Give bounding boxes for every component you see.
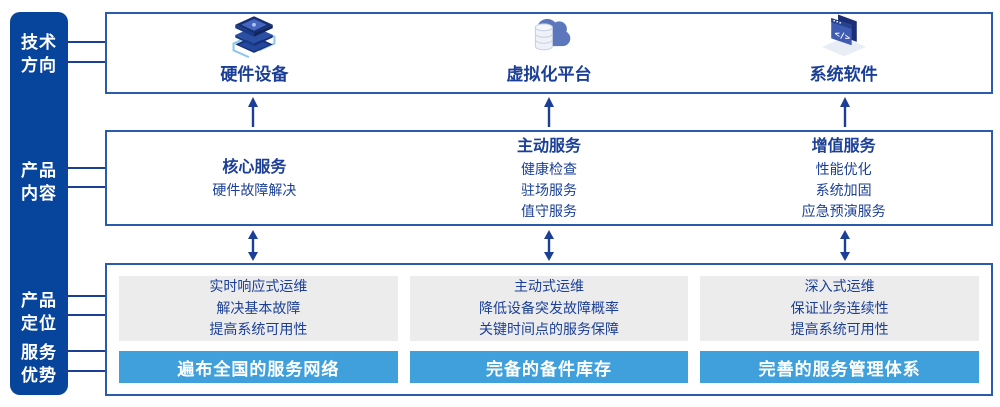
arrow-row-bottom <box>105 229 993 261</box>
advantage-banner: 完备的备件库存 <box>409 351 689 383</box>
tech-col-virtualization: 虚拟化平台 <box>402 14 697 92</box>
connector-line <box>64 186 105 188</box>
connector-line <box>64 61 105 63</box>
connector-line <box>64 167 105 169</box>
positioning-panel: 深入式运维 保证业务连续性 提高系统可用性 <box>700 276 980 342</box>
tech-col-hardware: 硬件设备 <box>107 14 402 92</box>
tech-direction-box: 硬件设备 虚拟化平台 <box>105 12 993 94</box>
svc-col-value-added: 增值服务 性能优化 系统加固 应急预演服务 <box>696 132 991 224</box>
double-arrow-icon <box>840 229 850 261</box>
pos-line: 降低设备突发故障概率 <box>479 299 619 316</box>
pos-col-realtime: 实时响应式运维 解决基本故障 提高系统可用性 遍布全国的服务网络 <box>119 276 398 383</box>
tech-label-software: 系统软件 <box>809 65 878 84</box>
double-arrow-icon <box>248 229 258 261</box>
pos-line: 深入式运维 <box>804 278 875 294</box>
pos-line: 提高系统可用性 <box>790 321 889 338</box>
advantage-banner: 完善的服务管理体系 <box>700 351 980 383</box>
rail-label-product-content: 产品 内容 <box>21 161 57 203</box>
svc-item: 系统加固 <box>815 182 872 199</box>
rail-label-service-advantage: 服务 优势 <box>21 343 57 385</box>
pos-line: 保证业务连续性 <box>790 299 889 316</box>
positioning-panel: 主动式运维 降低设备突发故障概率 关键时间点的服务保障 <box>409 276 689 342</box>
tech-label-virtualization: 虚拟化平台 <box>506 65 592 84</box>
pos-line: 关键时间点的服务保障 <box>479 321 619 338</box>
server-stack-icon <box>225 12 283 58</box>
advantage-banner: 遍布全国的服务网络 <box>119 351 398 383</box>
svc-item: 健康检查 <box>521 161 577 178</box>
pos-col-deep: 深入式运维 保证业务连续性 提高系统可用性 完善的服务管理体系 <box>700 276 980 383</box>
svc-col-core: 核心服务 硬件故障解决 <box>107 132 402 224</box>
connector-line <box>64 41 105 43</box>
connector-line <box>64 295 105 297</box>
code-window-icon: </> <box>815 12 873 58</box>
rail-label-tech-direction: 技术 方向 <box>21 33 57 75</box>
up-arrow-icon <box>248 97 258 127</box>
connector-line <box>64 314 105 316</box>
svc-col-active: 主动服务 健康检查 驻场服务 值守服务 <box>402 132 697 224</box>
svc-title: 增值服务 <box>811 137 876 155</box>
tech-col-software: </> 系统软件 <box>696 14 991 92</box>
connector-line <box>64 350 105 352</box>
tech-label-hardware: 硬件设备 <box>220 65 289 84</box>
connector-line <box>64 370 105 372</box>
up-arrow-icon <box>544 97 554 127</box>
svc-item: 驻场服务 <box>521 182 577 199</box>
pos-line: 实时响应式运维 <box>209 278 308 294</box>
svc-title: 核心服务 <box>222 158 287 176</box>
positioning-panel: 实时响应式运维 解决基本故障 提高系统可用性 <box>119 276 398 342</box>
pos-col-proactive: 主动式运维 降低设备突发故障概率 关键时间点的服务保障 完备的备件库存 <box>409 276 689 383</box>
pos-line: 主动式运维 <box>514 278 584 294</box>
product-positioning-box: 实时响应式运维 解决基本故障 提高系统可用性 遍布全国的服务网络 主动式运维 降… <box>105 263 993 396</box>
svc-item: 性能优化 <box>815 161 872 178</box>
svc-item: 值守服务 <box>521 203 577 220</box>
product-content-box: 核心服务 硬件故障解决 主动服务 健康检查 驻场服务 值守服务 增值服务 性能优… <box>105 130 993 226</box>
double-arrow-icon <box>544 229 554 261</box>
svc-item: 应急预演服务 <box>801 203 886 220</box>
svc-item: 硬件故障解决 <box>212 182 297 199</box>
up-arrow-icon <box>840 97 850 127</box>
category-rail: 技术 方向 产品 内容 产品 定位 服务 优势 <box>10 12 68 395</box>
pos-line: 解决基本故障 <box>216 299 301 316</box>
arrow-row-top <box>105 96 993 128</box>
svc-title: 主动服务 <box>517 137 582 155</box>
pos-line: 提高系统可用性 <box>209 321 308 338</box>
rail-label-product-positioning: 产品 定位 <box>21 291 57 333</box>
cloud-database-icon <box>520 12 578 58</box>
